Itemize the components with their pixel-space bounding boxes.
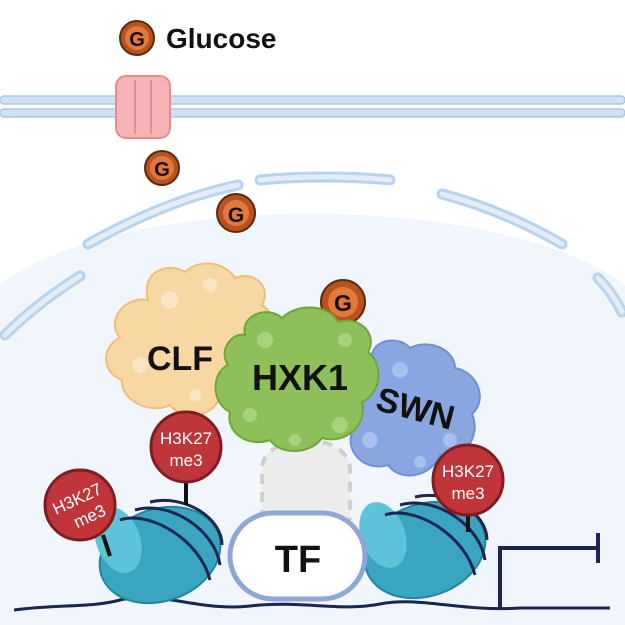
glucose-transporter xyxy=(115,75,171,139)
svg-text:G: G xyxy=(154,159,170,181)
glucose-molecule: G xyxy=(216,193,256,233)
glucose-legend-symbol: G xyxy=(129,29,145,51)
promoter-arrow-icon xyxy=(498,546,598,608)
clf-label: CLF xyxy=(147,340,213,378)
glucose-molecule: G xyxy=(320,279,366,325)
nucleosome-right xyxy=(359,494,489,600)
svg-text:G: G xyxy=(334,290,352,316)
glucose-molecule: G xyxy=(144,150,180,186)
glucose-legend: G Glucose xyxy=(119,20,276,56)
dashed-linker xyxy=(260,438,352,520)
h3k27me3-mark: H3K27 me3 xyxy=(431,443,505,532)
dna-strand xyxy=(13,595,610,612)
hxk1-label: HXK1 xyxy=(252,357,348,398)
svg-text:H3K27: H3K27 xyxy=(442,462,494,481)
glucose-legend-label: Glucose xyxy=(166,23,276,54)
svg-text:H3K27: H3K27 xyxy=(160,429,212,448)
tf-protein: TF xyxy=(227,510,368,602)
hxk1-protein: HXK1 xyxy=(214,306,380,452)
svg-text:G: G xyxy=(228,204,244,227)
h3k27me3-mark: H3K27 me3 xyxy=(149,410,223,505)
svg-text:me3: me3 xyxy=(169,451,202,470)
tf-label: TF xyxy=(275,539,321,581)
svg-text:me3: me3 xyxy=(451,484,484,503)
nucleosome-left xyxy=(94,499,224,605)
h3k27me3-mark: H3K27 me3 xyxy=(43,468,117,557)
plasma-membrane xyxy=(0,95,625,118)
